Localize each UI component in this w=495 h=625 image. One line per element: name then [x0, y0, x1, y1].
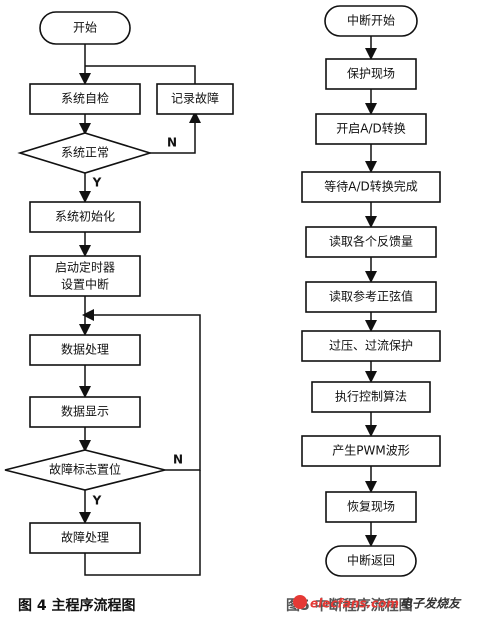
read-sine-label: 读取参考正弦值	[329, 289, 413, 304]
protection-box	[301, 330, 441, 362]
log-fault-label: 记录故障	[171, 91, 219, 106]
init-label: 系统初始化	[55, 210, 115, 224]
fault-flag-label: 故障标志置位	[49, 462, 121, 477]
control-algorithm-box	[311, 381, 431, 413]
data-processing-box	[29, 334, 141, 366]
interrupt-return-terminal	[325, 545, 417, 577]
interrupt-program-flowchart: 中断开始 保护现场 开启A/D转换 等待A/D转换完成 读取各个反馈量 读取参考…	[301, 5, 441, 577]
interrupt-start-label: 中断开始	[347, 13, 395, 28]
read-feedback-box	[305, 226, 437, 258]
main-program-flowchart: 开始 系统自检 系统正常 N 记录故障 Y 系统初始化 启动定时器 设置中断 数…	[4, 11, 234, 576]
read-sine-box	[305, 281, 437, 313]
timer-label-line2: 设置中断	[61, 277, 109, 292]
pwm-label: 产生PWM波形	[332, 444, 409, 458]
figure5-caption: 图5 中断程序流程图	[286, 597, 413, 614]
interrupt-return-label: 中断返回	[347, 553, 395, 568]
watermark-logo-icon	[293, 595, 307, 609]
control-algorithm-label: 执行控制算法	[335, 389, 407, 404]
watermark-brand: 电子发烧友	[400, 597, 462, 611]
self-check-label: 系统自检	[61, 91, 109, 106]
self-check-box	[29, 83, 141, 115]
data-display-label: 数据显示	[61, 404, 109, 419]
start-terminal-label: 开始	[73, 21, 97, 35]
protection-label: 过压、过流保护	[329, 339, 413, 353]
log-fault-box	[156, 83, 234, 115]
start-ad-label: 开启A/D转换	[336, 121, 406, 136]
timer-label-line1: 启动定时器	[55, 260, 115, 275]
system-ok-yes-label: Y	[92, 176, 102, 190]
system-ok-label: 系统正常	[61, 146, 109, 160]
wait-ad-label: 等待A/D转换完成	[324, 179, 418, 194]
watermark-site: elecfans.com	[310, 597, 399, 611]
fault-flag-yes-label: Y	[92, 494, 102, 508]
system-ok-no-label: N	[167, 136, 177, 150]
restore-context-label: 恢复现场	[347, 500, 395, 514]
fault-flag-no-label: N	[173, 453, 183, 467]
data-display-box	[29, 396, 141, 428]
watermark: elecfans.com 电子发烧友	[293, 595, 462, 611]
timer-box	[29, 255, 141, 297]
figure4-caption: 图 4 主程序流程图	[18, 597, 136, 614]
save-context-label: 保护现场	[347, 67, 395, 81]
data-processing-label: 数据处理	[61, 342, 109, 357]
wait-ad-box	[301, 171, 441, 203]
read-feedback-label: 读取各个反馈量	[329, 234, 413, 249]
save-context-box	[325, 58, 417, 90]
fault-handling-label: 故障处理	[61, 530, 109, 545]
